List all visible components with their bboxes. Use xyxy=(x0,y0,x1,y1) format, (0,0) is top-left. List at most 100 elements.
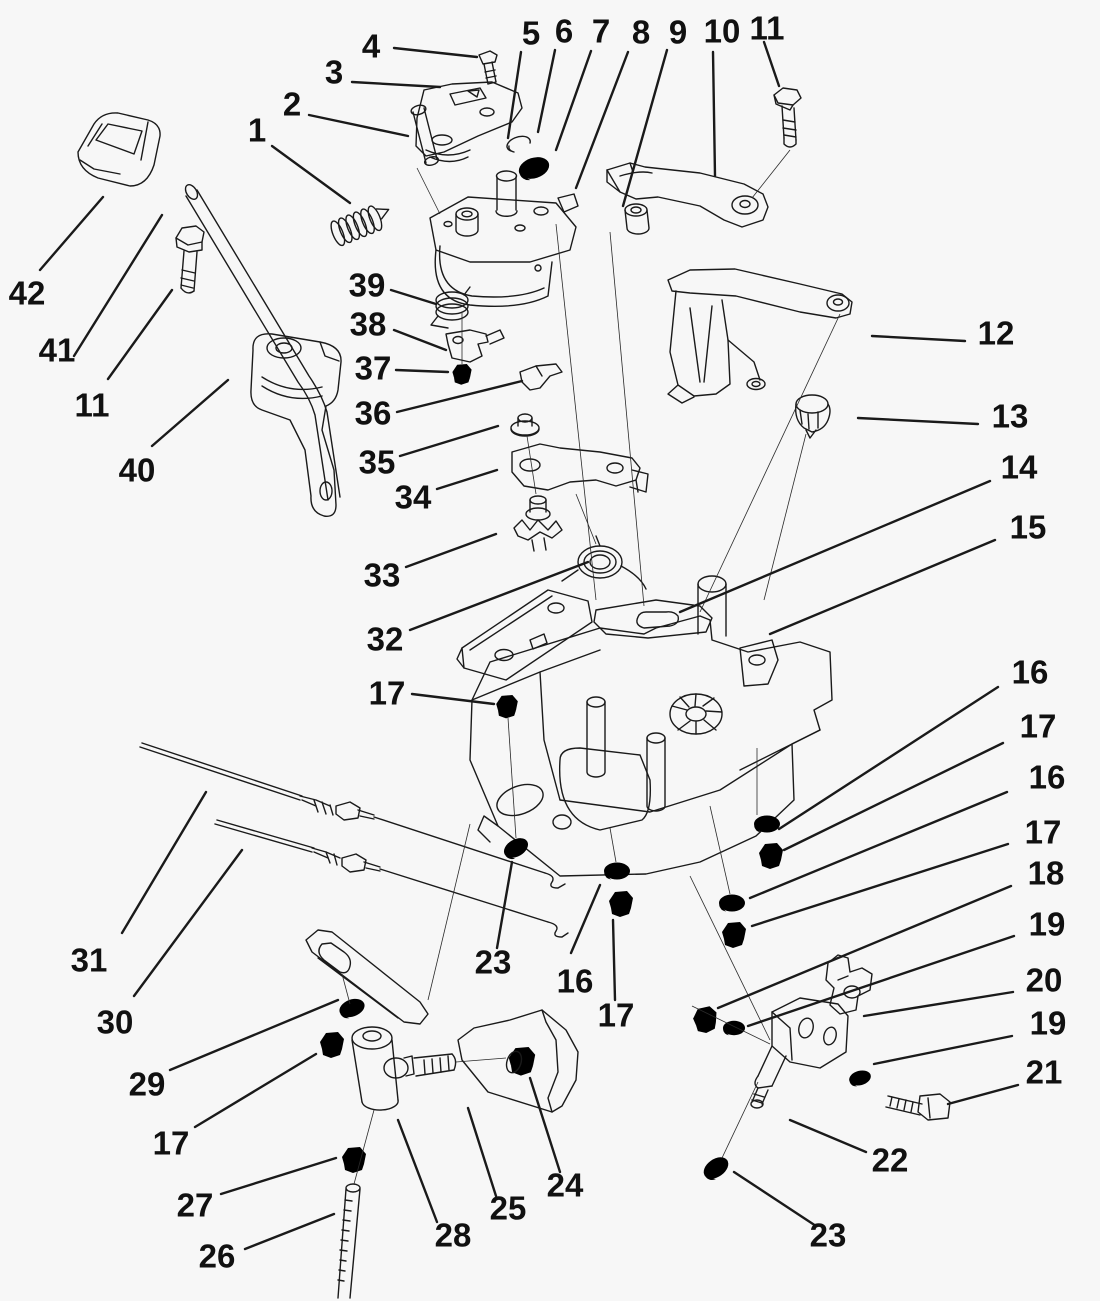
callout-number-36: 36 xyxy=(355,395,392,432)
callout-number-24: 24 xyxy=(547,1167,584,1204)
callout-leader-17 xyxy=(782,741,1005,852)
trunnion-bracket-part xyxy=(750,997,849,1109)
callout-leader-41 xyxy=(72,213,164,358)
shift-knob-part xyxy=(77,112,161,187)
callout-leader-36 xyxy=(395,379,524,414)
cam-plate-part xyxy=(415,81,523,163)
speed-selector-arm-part xyxy=(511,443,649,493)
callout-number-40: 40 xyxy=(119,452,156,489)
callout-leader-37 xyxy=(394,368,450,374)
pivot-bracket-part xyxy=(457,1009,579,1113)
wire-clip-part xyxy=(519,363,563,391)
support-bracket-part xyxy=(667,268,853,404)
callout-number-25: 25 xyxy=(490,1190,527,1227)
flange-bushing-part xyxy=(510,413,540,437)
callout-leader-23 xyxy=(495,860,514,950)
callout-number-2: 2 xyxy=(283,86,301,123)
callout-leader-16 xyxy=(777,685,1000,831)
callout-number-19: 19 xyxy=(1030,1005,1067,1042)
callout-leader-4 xyxy=(392,46,479,59)
callout-number-27: 27 xyxy=(177,1187,214,1224)
callout-number-35: 35 xyxy=(359,444,396,481)
callout-leader-38 xyxy=(392,328,448,352)
callout-leader-21 xyxy=(946,1083,1020,1106)
callout-number-26: 26 xyxy=(199,1238,236,1275)
diagram-artwork xyxy=(77,50,951,1299)
callout-number-6: 6 xyxy=(555,13,573,50)
callout-leader-25 xyxy=(466,1106,498,1198)
callout-leader-39 xyxy=(389,288,438,306)
callout-number-7: 7 xyxy=(592,13,610,50)
callout-number-8: 8 xyxy=(632,14,650,51)
knob-plug-part xyxy=(794,394,831,439)
callout-number-30: 30 xyxy=(97,1004,134,1041)
callout-number-4: 4 xyxy=(362,28,381,65)
callout-number-11: 11 xyxy=(750,10,785,47)
callout-leader-20 xyxy=(862,990,1015,1018)
callout-number-34: 34 xyxy=(395,479,432,516)
callout-number-13: 13 xyxy=(992,398,1029,435)
callout-number-20: 20 xyxy=(1026,962,1063,999)
snap-ring-part xyxy=(506,135,531,153)
callout-number-12: 12 xyxy=(978,315,1015,352)
shoulder-bolt-left-part xyxy=(175,225,205,294)
callout-number-21: 21 xyxy=(1026,1054,1063,1091)
callout-number-16: 16 xyxy=(1029,759,1066,796)
callout-number-3: 3 xyxy=(325,54,343,91)
callout-leader-22 xyxy=(788,1118,868,1154)
callout-number-32: 32 xyxy=(367,621,404,658)
construction-lines xyxy=(341,149,841,1185)
callout-leader-7 xyxy=(554,49,593,152)
callout-number-28: 28 xyxy=(435,1217,472,1254)
extension-spring-part xyxy=(330,205,390,247)
callout-number-22: 22 xyxy=(872,1142,909,1179)
callout-number-23: 23 xyxy=(810,1217,847,1254)
spacer-bushing-part xyxy=(624,203,650,235)
threaded-rod-part xyxy=(337,1183,361,1299)
washer-16-c-part xyxy=(754,815,780,833)
callout-leader-23 xyxy=(732,1170,818,1228)
callout-leader-2 xyxy=(307,113,410,138)
callout-leader-40 xyxy=(150,378,230,448)
callout-leader-19 xyxy=(746,934,1016,1028)
ferrule-part xyxy=(351,1026,399,1111)
callout-leader-12 xyxy=(870,334,967,343)
callout-leader-11 xyxy=(106,288,174,381)
cam-housing-part xyxy=(429,170,579,307)
callout-number-38: 38 xyxy=(350,306,387,343)
callout-leader-26 xyxy=(243,1212,336,1251)
carriage-bolt-part xyxy=(383,1053,457,1079)
hex-bolt-right-part xyxy=(885,1093,951,1121)
callout-leader-6 xyxy=(536,48,557,134)
washer-16-b-part xyxy=(719,894,745,912)
callout-number-16: 16 xyxy=(1012,654,1049,691)
upper-cable-part xyxy=(139,742,566,889)
upper-bracket-part xyxy=(456,589,593,681)
callout-leader-9 xyxy=(621,48,669,208)
callout-leader-29 xyxy=(168,998,340,1072)
callout-leader-24 xyxy=(528,1076,562,1174)
small-torsion-spring-part xyxy=(430,286,471,329)
callout-number-23: 23 xyxy=(475,944,512,981)
clevis-part xyxy=(825,954,873,1015)
callout-leader-17 xyxy=(750,842,1010,928)
gear-shaft-part xyxy=(513,495,563,552)
screw-part xyxy=(478,50,498,85)
callout-number-9: 9 xyxy=(669,14,687,51)
callout-number-17: 17 xyxy=(1020,708,1057,745)
callout-number-1: 1 xyxy=(248,112,266,149)
frame-bracket-part xyxy=(469,575,833,877)
callout-leader-14 xyxy=(678,479,992,614)
callout-leader-35 xyxy=(398,424,500,458)
lever-pivot-bracket-part xyxy=(250,333,342,517)
callout-leader-1 xyxy=(270,144,352,205)
callout-number-39: 39 xyxy=(349,267,386,304)
callout-number-17: 17 xyxy=(1025,814,1062,851)
large-torsion-spring-part xyxy=(561,535,647,590)
callout-leader-16 xyxy=(748,790,1009,900)
callout-number-19: 19 xyxy=(1029,906,1066,943)
callout-leader-34 xyxy=(435,468,499,491)
callout-number-42: 42 xyxy=(9,275,46,312)
callout-number-17: 17 xyxy=(153,1125,190,1162)
